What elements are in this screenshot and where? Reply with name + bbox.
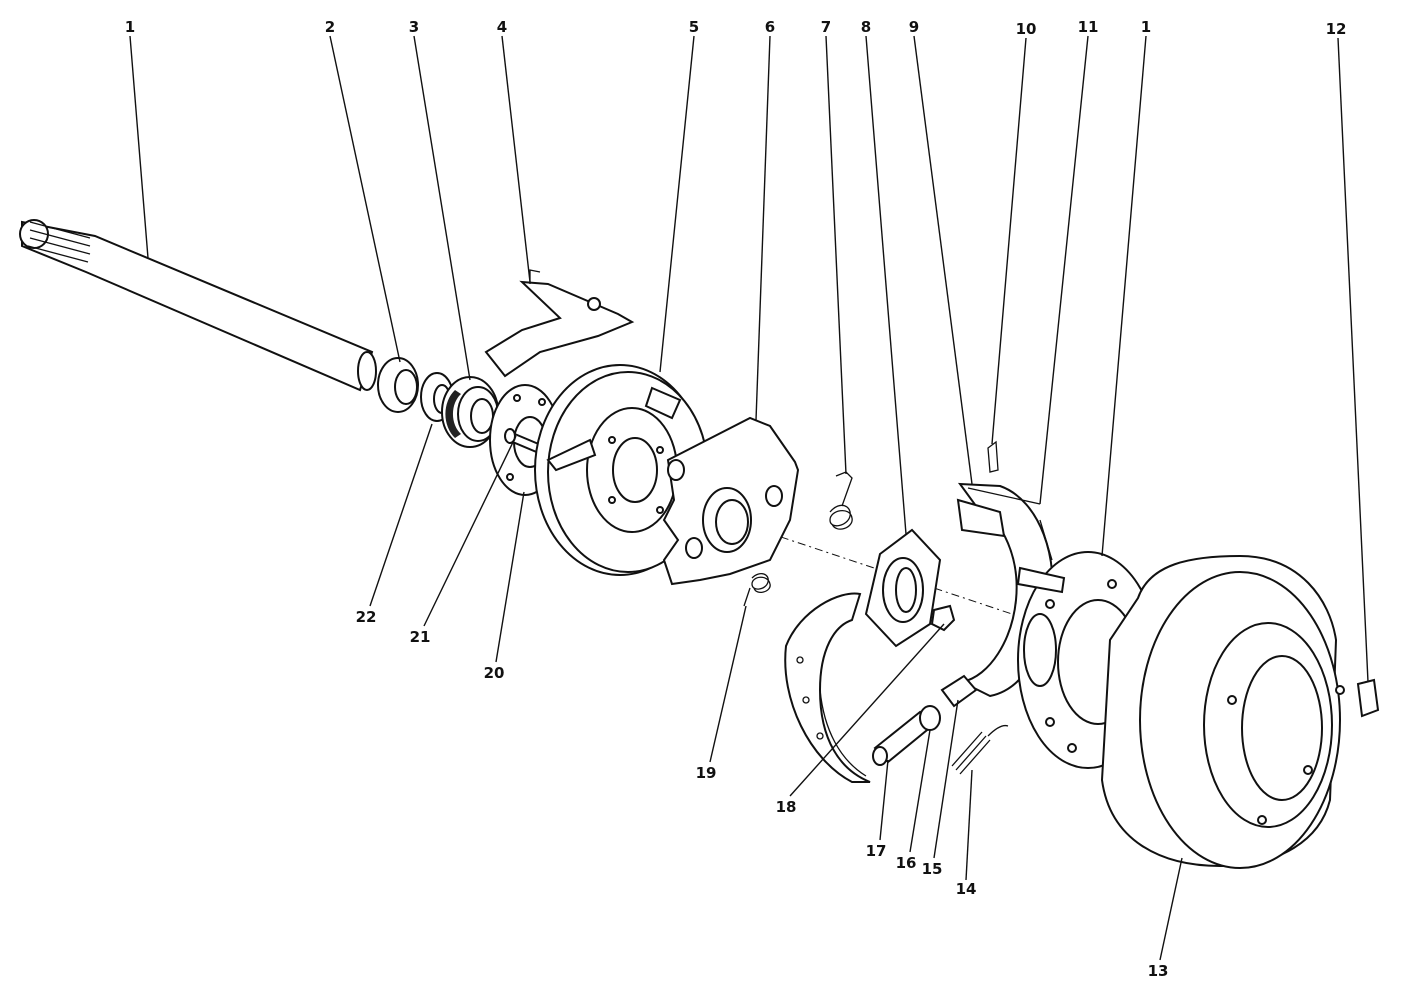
adjuster-spring [951, 724, 1009, 775]
callout-21: 21 [410, 628, 431, 646]
callout-12: 12 [1326, 20, 1347, 38]
callout-19: 19 [696, 764, 717, 782]
callout-16: 16 [896, 854, 917, 872]
adjuster-nut [919, 705, 941, 731]
callout-18: 18 [776, 798, 797, 816]
callout-labels: 1 2 3 4 5 6 7 8 9 10 11 1 12 13 14 15 16… [125, 18, 1347, 980]
wheel-bearing [441, 376, 499, 448]
callout-1-shaft: 1 [125, 18, 135, 36]
oil-seal [377, 357, 419, 413]
axle-shaft [19, 219, 377, 392]
callout-11: 11 [1078, 18, 1099, 36]
brake-shoe-front [784, 592, 871, 783]
callout-13: 13 [1148, 962, 1169, 980]
retracting-spring [743, 572, 771, 607]
callout-8: 8 [861, 18, 871, 36]
callout-14: 14 [956, 880, 977, 898]
adjuster-socket [940, 674, 978, 708]
gasket [864, 528, 942, 648]
callout-9: 9 [909, 18, 919, 36]
callout-22: 22 [356, 608, 377, 626]
plug [1356, 678, 1380, 718]
callout-20: 20 [484, 664, 505, 682]
anchor-plate [662, 416, 800, 586]
leader-lines [129, 35, 1369, 961]
callout-15: 15 [922, 860, 943, 878]
callout-17: 17 [866, 842, 887, 860]
callout-7: 7 [821, 18, 831, 36]
brake-lever [484, 269, 635, 378]
callout-3: 3 [409, 18, 419, 36]
clip [987, 440, 999, 473]
callout-1-hub: 1 [1141, 18, 1151, 36]
hold-down-spring [829, 471, 853, 530]
callout-4: 4 [497, 18, 507, 36]
callout-6: 6 [765, 18, 775, 36]
callout-10: 10 [1016, 20, 1037, 38]
callout-5: 5 [689, 18, 699, 36]
brake-drum [1100, 554, 1345, 869]
nut [930, 604, 956, 632]
callout-2: 2 [325, 18, 335, 36]
